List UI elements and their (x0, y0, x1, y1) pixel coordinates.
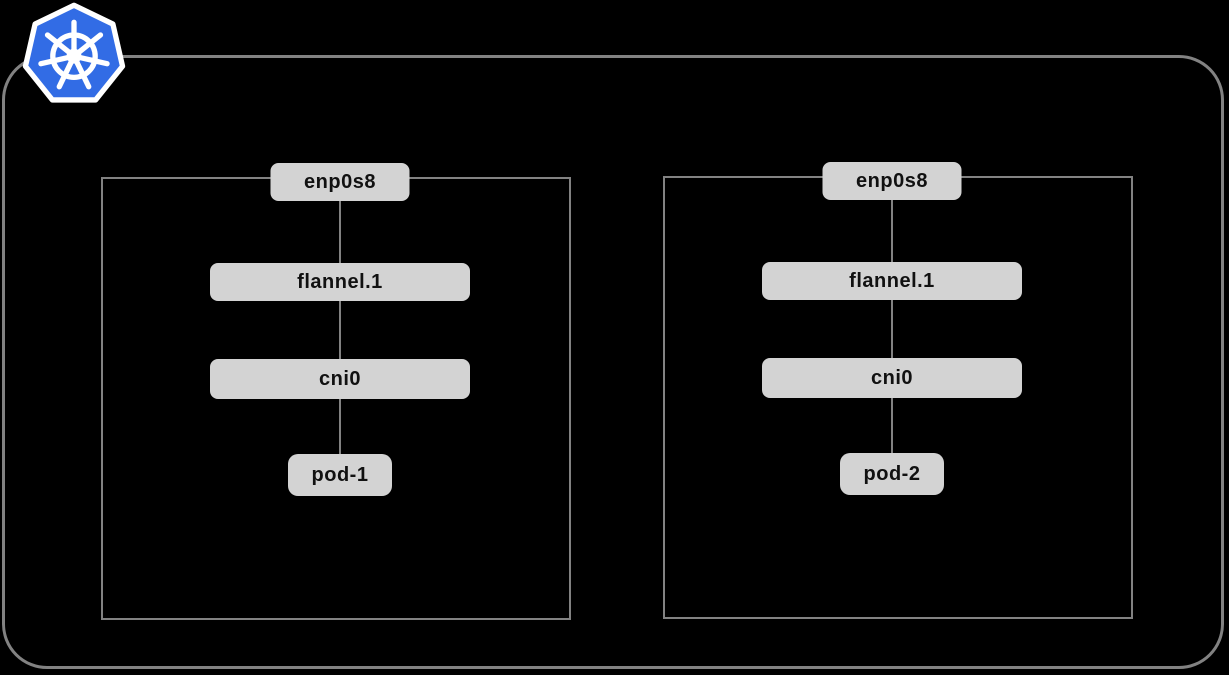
node-1-box: enp0s8 flannel.1 cni0 pod-1 (101, 163, 571, 620)
node-1-eth-interface-label: enp0s8 (270, 163, 410, 201)
node-1-flannel-overlay-label: flannel.1 (210, 263, 470, 301)
node-2-pod-label: pod-2 (840, 453, 944, 495)
node-2-eth-interface-label: enp0s8 (822, 162, 962, 200)
node-1-pod-label: pod-1 (288, 454, 392, 496)
kubernetes-logo-icon (22, 2, 126, 103)
node-2-box: enp0s8 flannel.1 cni0 pod-2 (663, 162, 1133, 619)
node-2-flannel-overlay-label: flannel.1 (762, 262, 1022, 300)
node-2-connector-line (891, 198, 893, 456)
node-1-connector-line (339, 199, 341, 457)
cluster-boundary-frame (2, 55, 1224, 669)
node-2-cni-bridge-label: cni0 (762, 358, 1022, 398)
node-1-cni-bridge-label: cni0 (210, 359, 470, 399)
